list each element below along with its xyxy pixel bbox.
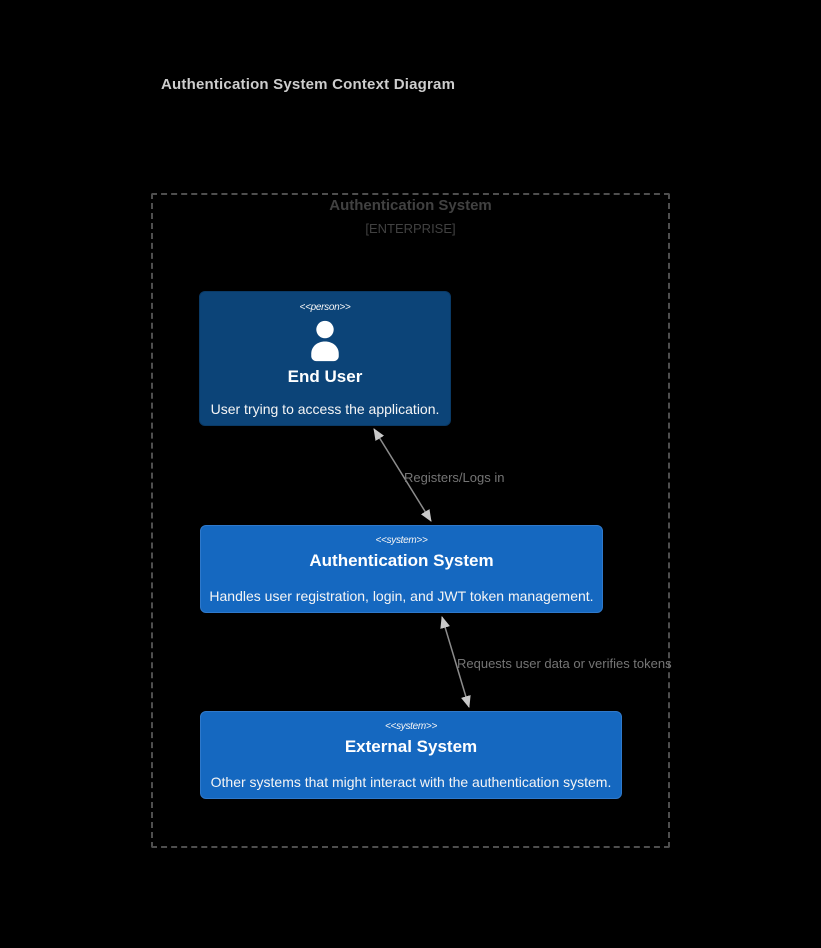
node-name: External System (344, 737, 478, 756)
node-name: Authentication System (309, 551, 494, 570)
boundary-enterprise: Authentication System [ENTERPRISE] (151, 193, 670, 848)
node-description: Other systems that might interact with t… (210, 774, 612, 790)
boundary-title: Authentication System (329, 197, 492, 214)
node-stereotype: <<system>> (375, 535, 428, 546)
boundary-type-label: [ENTERPRISE] (365, 221, 456, 236)
diagram-title: Authentication System Context Diagram (161, 76, 456, 93)
node-stereotype: <<person>> (299, 302, 351, 313)
node-end-user: <<person>> End User User trying to acces… (199, 291, 451, 426)
relationship-label: Registers/Logs in (404, 470, 505, 485)
node-description: Handles user registration, login, and JW… (209, 588, 594, 604)
node-external-system: <<system>> External System Other systems… (200, 711, 622, 799)
node-stereotype: <<system>> (384, 721, 438, 732)
node-description: User trying to access the application. (210, 401, 440, 417)
person-icon (311, 320, 339, 362)
node-name: End User (287, 367, 363, 386)
node-authentication-system: <<system>> Authentication System Handles… (200, 525, 603, 613)
relationship-label: Requests user data or verifies tokens (457, 656, 672, 671)
